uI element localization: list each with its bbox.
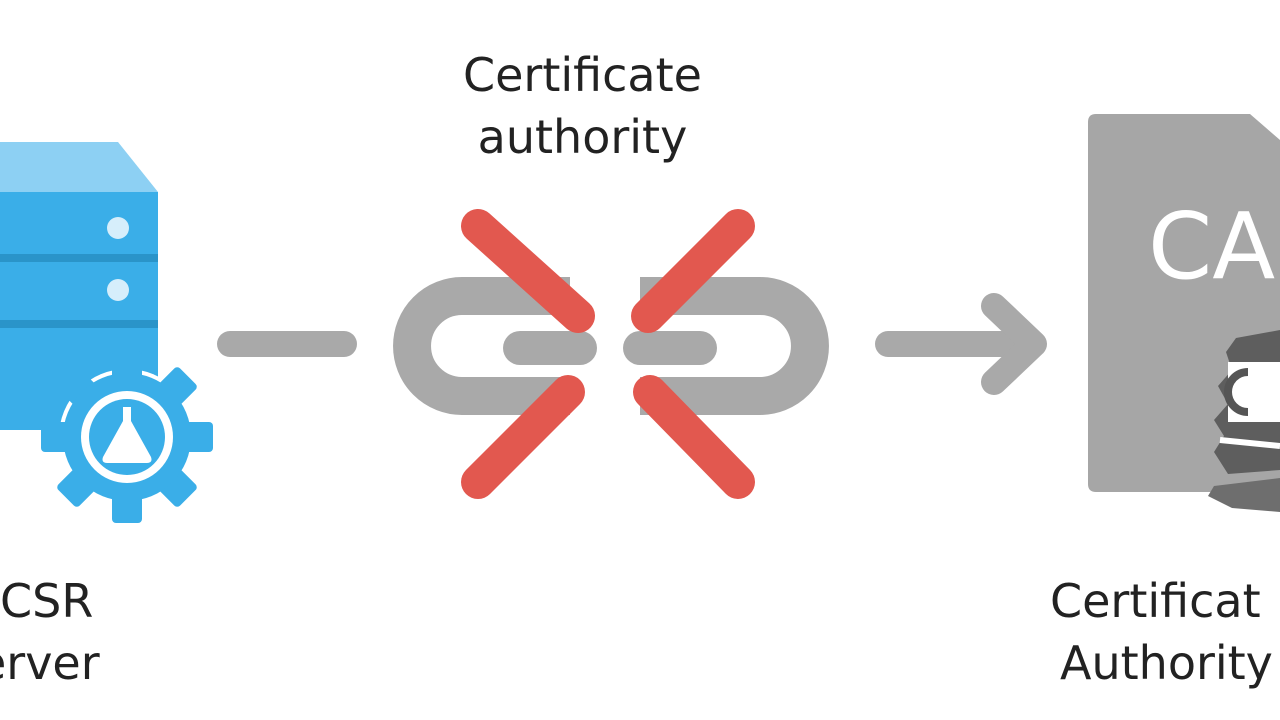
right-label-line2: Authority [1060,636,1273,690]
cross-stroke-bottom-right [633,375,755,499]
right-label-line1: Certificat [1050,574,1261,628]
cross-stroke-top-left [461,209,595,333]
server-top-face [0,142,158,192]
cross-stroke-bottom-left [461,375,585,499]
server-unit-2 [0,262,158,320]
server-led-2 [107,279,129,301]
top-label-line2: authority [477,110,688,164]
server-unit-1 [0,192,158,254]
chain-link-right [640,277,829,415]
top-label-line1: Certificate [463,48,702,102]
flask-shape [102,407,152,463]
cross-stroke-top-right [631,209,755,333]
top-label: Certificate authority [440,44,725,168]
broken-link-icon [393,209,829,499]
server-led-1 [107,217,129,239]
left-label-line1: CSR [0,574,94,628]
chain-link-left [393,277,570,415]
arrow-right-icon [875,293,1047,395]
document-badge-text: CA [1148,193,1275,300]
seal-icon [1208,330,1280,512]
left-label-line2: erver [0,636,100,690]
gear-icon [41,351,213,523]
